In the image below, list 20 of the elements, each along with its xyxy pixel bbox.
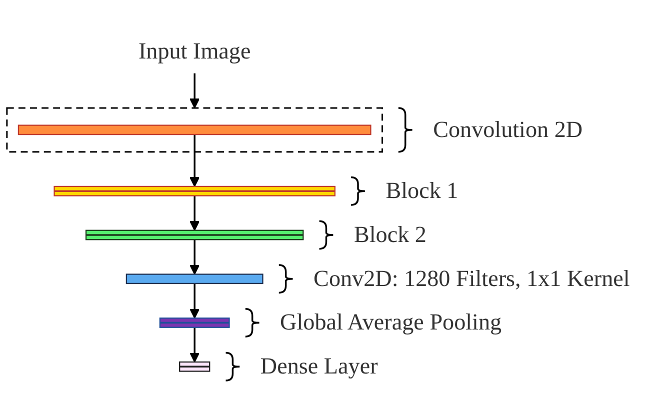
layer-bar: [54, 186, 336, 196]
layer-label: Block 2: [354, 222, 426, 248]
arrow: [190, 196, 200, 231]
layer-label: Conv2D: 1280 Filters, 1x1 Kernel: [314, 266, 630, 292]
dashed-frame: [6, 107, 383, 153]
arrow: [190, 240, 200, 275]
arrow: [190, 134, 200, 187]
layer-bar: [179, 361, 210, 372]
input-label: Input Image: [138, 38, 251, 64]
layer-label: Global Average Pooling: [280, 310, 502, 336]
layer-bar: [126, 274, 264, 284]
layer-label: Convolution 2D: [433, 117, 583, 143]
layer-bar: [85, 230, 304, 240]
layer-label: Dense Layer: [260, 354, 378, 380]
layer-bar: [18, 124, 372, 136]
arrow: [190, 284, 200, 319]
layer-bar: [159, 318, 230, 328]
layer-label: Block 1: [386, 178, 458, 204]
arrow: [190, 327, 200, 362]
arrow: [190, 73, 200, 108]
